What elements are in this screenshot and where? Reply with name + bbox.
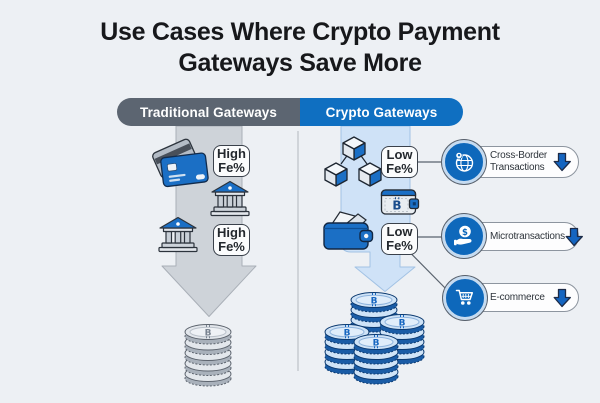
title-line-1: Use Cases Where Crypto Payment <box>100 18 500 46</box>
bitcoin-wallet-icon: B <box>380 189 420 215</box>
fee-badge-line2: Fe% <box>218 160 245 175</box>
fee-badge-line1: Low <box>386 146 413 162</box>
use-case-label-line2: Transactions <box>490 162 545 173</box>
crypto-wallet-icon <box>323 211 374 250</box>
svg-text:B: B <box>205 328 212 338</box>
bank-icon <box>210 180 250 217</box>
fee-badge-line2: Fe% <box>386 238 413 253</box>
shopping-cart-icon <box>443 276 487 320</box>
decrease-arrow-icon <box>565 227 583 247</box>
use-case-label-line1: Microtransactions <box>490 230 565 242</box>
high-fee-badge: High Fe% <box>213 145 250 177</box>
use-case-label-line1: E-commerce <box>490 291 545 303</box>
globe-pin-icon <box>442 140 486 184</box>
bitcoin-coin-piles: B B B B <box>324 292 425 385</box>
use-case-label: Microtransactions <box>490 231 565 243</box>
title-line-2: Gateways Save More <box>178 49 422 77</box>
crypto-header-label: Crypto Gateways <box>325 104 438 120</box>
svg-text:B: B <box>373 338 380 348</box>
use-case-label-line1: Cross-Border <box>490 150 548 162</box>
decrease-arrow-icon <box>553 288 571 308</box>
svg-text:B: B <box>392 199 401 213</box>
fee-badge-line2: Fe% <box>386 161 413 176</box>
traditional-gateways-header: Traditional Gateways <box>117 98 300 126</box>
use-case-label: Cross-Border Transactions <box>490 150 547 174</box>
credit-cards-icon <box>152 138 209 188</box>
gray-coin-stack: B <box>184 324 232 387</box>
crypto-gateways-header: Crypto Gateways <box>300 98 463 126</box>
svg-text:B: B <box>371 296 378 306</box>
fee-badge-line1: Low <box>386 223 413 239</box>
bank-icon <box>158 216 198 253</box>
traditional-header-label: Traditional Gateways <box>139 104 278 120</box>
high-fee-badge: High Fe% <box>213 224 250 256</box>
fee-badge-line2: Fe% <box>218 239 245 254</box>
low-fee-badge: Low Fe% <box>381 223 418 255</box>
page-title: Use Cases Where Crypto Payment Gateways … <box>0 17 600 79</box>
decrease-arrow-icon <box>553 152 571 172</box>
fee-badge-line1: High <box>217 224 246 240</box>
svg-text:B: B <box>344 328 351 338</box>
low-fee-badge: Low Fe% <box>381 146 418 178</box>
svg-text:$: $ <box>462 228 468 238</box>
hand-dollar-icon: $ <box>442 214 486 258</box>
blockchain-cubes-icon <box>324 136 382 187</box>
use-case-label: E-commerce <box>490 292 545 304</box>
svg-text:B: B <box>399 318 406 328</box>
fee-badge-line1: High <box>217 145 246 161</box>
